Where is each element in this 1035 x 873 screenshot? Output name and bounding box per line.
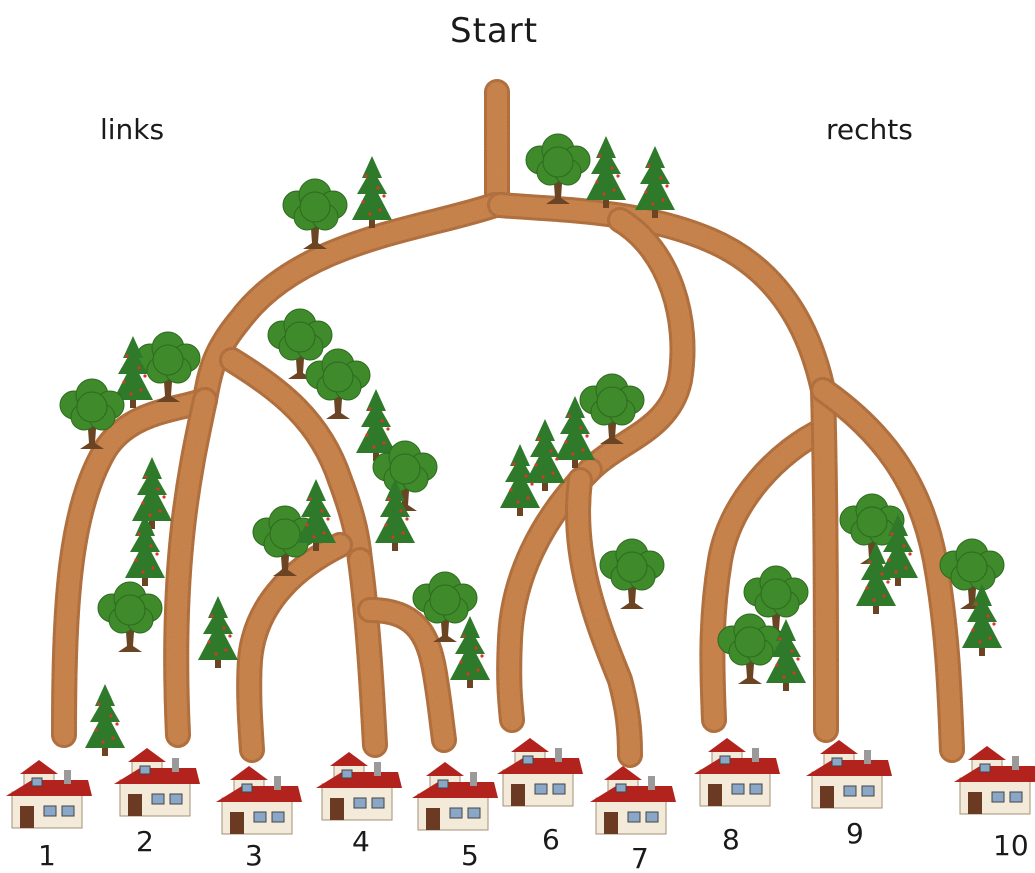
oak-tree-icon — [59, 378, 125, 449]
house-number-4: 4 — [352, 825, 370, 858]
path-right-main — [490, 195, 833, 400]
house-icon — [954, 746, 1035, 815]
left-direction-label: links — [100, 113, 165, 146]
oak-tree-icon — [525, 133, 591, 204]
oak-tree-icon — [267, 308, 333, 379]
house-icon — [316, 752, 402, 821]
pine-tree-icon — [766, 619, 806, 691]
oak-tree-icon — [135, 331, 201, 402]
path-to-house-7 — [568, 470, 640, 765]
house-number-6: 6 — [542, 823, 560, 856]
house-number-2: 2 — [136, 825, 154, 858]
oak-tree-icon — [97, 581, 163, 652]
pine-tree-icon — [635, 146, 675, 218]
house-number-10: 10 — [993, 829, 1029, 862]
house-icon — [590, 766, 676, 835]
oak-tree-icon — [599, 538, 665, 609]
oak-tree-icon — [579, 373, 645, 444]
pine-tree-icon — [375, 479, 415, 551]
house-number-8: 8 — [722, 823, 740, 856]
oak-tree-icon — [282, 178, 348, 249]
pine-tree-icon — [125, 514, 165, 586]
house-icon — [497, 738, 583, 807]
pine-tree-icon — [132, 457, 172, 529]
path-to-house-1 — [54, 390, 215, 745]
pine-tree-icon — [962, 584, 1002, 656]
right-direction-label: rechts — [826, 113, 913, 146]
oak-tree-icon — [839, 493, 905, 564]
pine-tree-icon — [352, 156, 392, 228]
pine-tree-icon — [198, 596, 238, 668]
house-number-5: 5 — [461, 839, 479, 872]
house-number-7: 7 — [631, 842, 649, 873]
pine-tree-icon — [525, 419, 565, 491]
oak-tree-icon — [412, 571, 478, 642]
house-icon — [412, 762, 498, 831]
house-icon — [114, 748, 200, 817]
pine-tree-icon — [555, 396, 595, 468]
path-to-house-9 — [813, 380, 836, 740]
path-to-house-3 — [239, 535, 350, 760]
pine-tree-icon — [85, 684, 125, 756]
pine-tree-icon — [856, 542, 896, 614]
path-right-inner — [580, 210, 693, 480]
house-number-1: 1 — [38, 839, 56, 872]
pine-tree-icon — [450, 616, 490, 688]
pine-tree-icon — [586, 136, 626, 208]
house-number-3: 3 — [245, 839, 263, 872]
oak-tree-icon — [305, 348, 371, 419]
house-icon — [806, 740, 892, 809]
path-to-house-6 — [499, 460, 600, 730]
path-to-house-2 — [166, 390, 215, 745]
house-icon — [694, 738, 780, 807]
start-label: Start — [450, 11, 539, 51]
house-icon — [216, 766, 302, 835]
pine-tree-icon — [113, 336, 153, 408]
path-left-main — [195, 195, 505, 410]
pine-tree-icon — [500, 444, 540, 516]
path-to-house-10 — [813, 380, 962, 760]
pine-tree-icon — [296, 479, 336, 551]
path-mid-left — [222, 350, 370, 570]
oak-tree-icon — [939, 538, 1005, 609]
path-to-house-4 — [350, 550, 385, 755]
house-number-9: 9 — [846, 817, 864, 850]
pine-tree-icon — [356, 389, 396, 461]
oak-tree-icon — [372, 440, 438, 511]
house-icon — [6, 760, 92, 829]
pine-tree-icon — [878, 514, 918, 586]
path-to-house-8 — [702, 420, 833, 730]
path-to-house-5 — [360, 600, 454, 750]
oak-tree-icon — [743, 565, 809, 636]
